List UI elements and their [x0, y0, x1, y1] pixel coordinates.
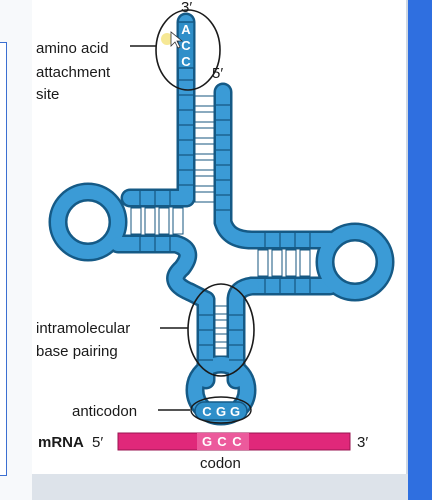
codon-base-1: G: [202, 434, 212, 449]
left-panel-edge: [0, 42, 7, 476]
mrna-label: mRNA: [38, 434, 84, 451]
three-prime-top-label: 3′: [181, 0, 192, 16]
codon-label: codon: [200, 455, 241, 472]
amino-site-ellipse: [155, 9, 221, 91]
anticodon-label: anticodon: [72, 403, 137, 420]
codon-highlight: [197, 433, 249, 450]
bottom-strip: [32, 474, 408, 500]
acc-base-2: C: [181, 38, 191, 53]
base-pair-rungs: [130, 95, 311, 357]
acc-base-3: C: [181, 54, 191, 69]
amino-label-line1: amino acid: [36, 40, 109, 57]
acc-base-1: A: [181, 22, 191, 37]
anticodon-base-1: C: [202, 404, 212, 419]
anticodon-base-3: G: [230, 404, 240, 419]
nucleotide-ticks: [139, 79, 311, 361]
right-bar-edge: [406, 0, 409, 500]
codon-base-2: C: [217, 434, 227, 449]
anticodon-base-2: G: [216, 404, 226, 419]
intramolecular-ellipse: [187, 283, 255, 377]
anticodon-block: [194, 401, 248, 421]
anticodon-ellipse: [190, 396, 252, 424]
mrna-strand: G C C: [117, 432, 351, 451]
anticodon: C G G: [158, 396, 252, 424]
right-scrollbar[interactable]: [408, 0, 432, 500]
five-prime-top-label: 5′: [212, 65, 223, 82]
amino-label-line3: site: [36, 86, 59, 103]
amino-label-line2: attachment: [36, 64, 111, 81]
mrna-three-prime-label: 3′: [357, 434, 368, 451]
codon-base-3: C: [232, 434, 242, 449]
mrna-five-prime-label: 5′: [92, 434, 103, 451]
intramolecular-label-line1: intramolecular: [36, 320, 130, 337]
cursor-icon: [161, 31, 184, 49]
acc-bases: A C C: [177, 21, 195, 69]
intramolecular-label-line2: base pairing: [36, 343, 118, 360]
